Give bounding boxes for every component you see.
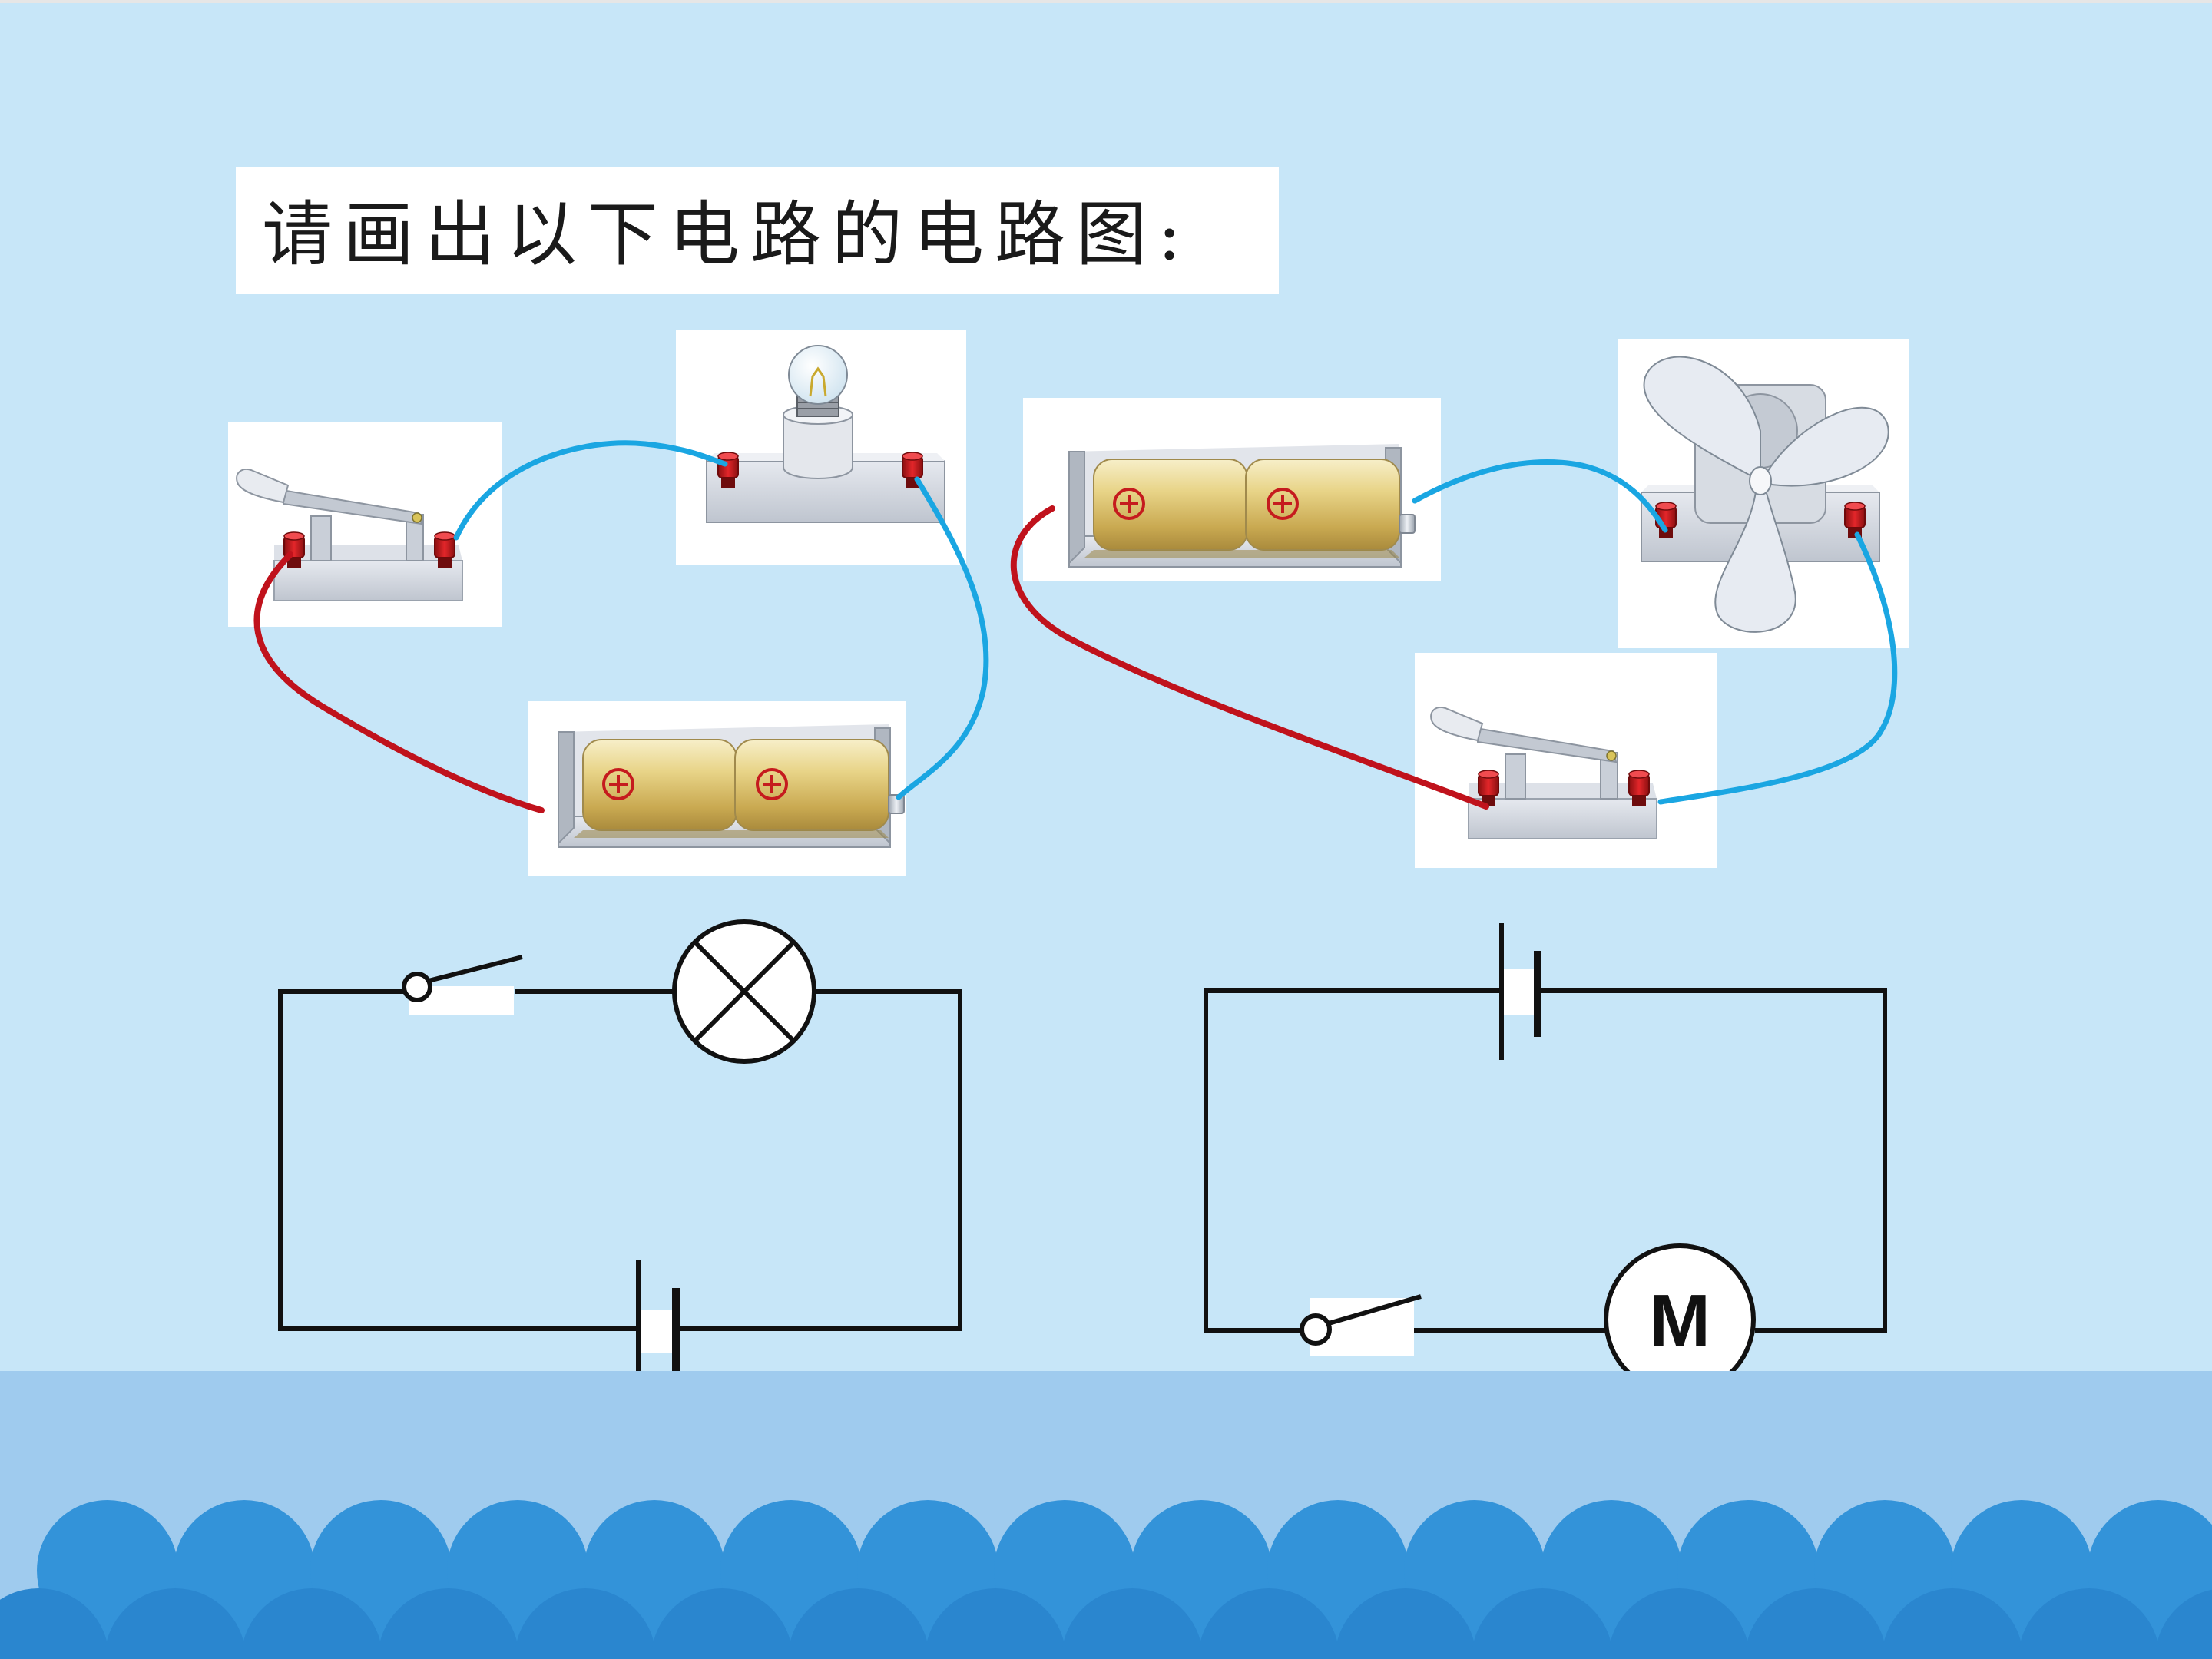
top-border <box>0 0 2212 3</box>
switch-pivot <box>1300 1313 1332 1346</box>
wire-red <box>253 551 545 813</box>
wire <box>676 989 962 1331</box>
wave-crest <box>651 1588 793 1659</box>
wire <box>1538 988 1887 1333</box>
decorative-waves <box>0 1500 2212 1659</box>
wire <box>1204 988 1502 1333</box>
wire-red <box>1010 505 1489 810</box>
wire-blue <box>896 476 989 800</box>
wave-crest <box>1472 1588 1613 1659</box>
wire <box>278 989 637 1331</box>
wave-crest <box>1608 1588 1750 1659</box>
slide-title: 请画出以下电路的电路图: <box>262 194 1192 276</box>
wave-crest <box>1061 1588 1203 1659</box>
battery-holder-icon <box>1023 398 1441 581</box>
title-box: 请画出以下电路的电路图: <box>236 167 1279 294</box>
wave-crest <box>1745 1588 1886 1659</box>
wave-crest <box>378 1588 519 1659</box>
electric-fan-motor-icon <box>1618 339 1909 648</box>
circuit-2-photo <box>1010 339 1909 868</box>
wave-crest <box>925 1588 1066 1659</box>
wave-crest <box>2155 1589 2212 1659</box>
wire-blue <box>1412 459 1668 533</box>
wave-crest <box>515 1588 656 1659</box>
wave-crest <box>788 1588 929 1659</box>
wave-crest <box>241 1588 382 1659</box>
wave-crest <box>1335 1588 1476 1659</box>
wave-crest <box>0 1588 109 1659</box>
lamp-cross <box>692 939 796 1044</box>
cell-backdrop <box>1503 969 1537 1015</box>
knife-switch-icon <box>1415 653 1717 868</box>
wave-crest <box>104 1588 246 1659</box>
circuit-1-schematic <box>278 919 962 1399</box>
light-bulb-icon <box>676 330 966 565</box>
circuit-2-schematic <box>1204 923 1887 1396</box>
wire-blue <box>453 440 728 541</box>
circuit-1-photo <box>228 330 989 876</box>
switch-symbol <box>428 955 523 983</box>
wire-blue <box>1657 531 1898 805</box>
switch-pivot <box>402 972 432 1002</box>
wave-crest <box>2018 1588 2160 1659</box>
battery-holder-icon <box>528 701 906 876</box>
wave-crest <box>1198 1588 1339 1659</box>
cell-backdrop <box>639 1310 674 1353</box>
motor-symbol-label: M <box>1649 1280 1710 1362</box>
wave-crest <box>1882 1588 2023 1659</box>
switch-symbol <box>1328 1294 1422 1326</box>
